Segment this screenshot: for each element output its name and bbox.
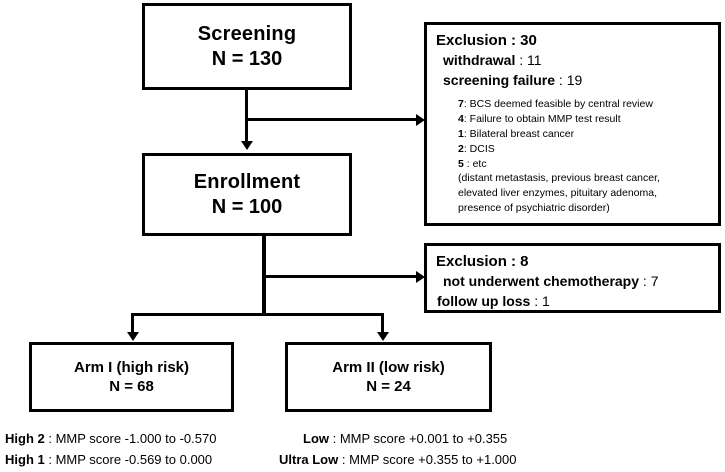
legend-low-text: : MMP score +0.001 to +0.355 — [329, 431, 508, 446]
detail-text: : Bilateral breast cancer — [463, 127, 575, 140]
legend-row: High 2 : MMP score -1.000 to -0.570 Low … — [0, 428, 725, 449]
detail-number: 5 — [458, 157, 464, 170]
detail-text: : DCIS — [463, 142, 495, 155]
exclusion2-reason: follow up loss : 1 — [436, 292, 718, 311]
exclusion1-reason-label: withdrawal — [443, 52, 516, 69]
legend-row: High 1 : MMP score -0.569 to 0.000 Ultra… — [0, 449, 725, 470]
exclusion2-reason-label: not underwent chemotherapy — [443, 273, 640, 290]
exclusion1-reason-count: 19 — [566, 71, 583, 88]
detail-text: : etc — [463, 157, 487, 170]
exclusion1-detail-item: 4: Failure to obtain MMP test result — [458, 112, 718, 127]
arm2-box: Arm II (low risk) N = 24 — [285, 342, 492, 412]
exclusion1-reason-label: screening failure — [443, 71, 556, 88]
screening-count: N = 130 — [211, 47, 283, 70]
enrollment-title: Enrollment — [193, 170, 301, 193]
exclusion1-detail-item: 2: DCIS — [458, 142, 718, 157]
mmp-score-legend: High 2 : MMP score -1.000 to -0.570 Low … — [0, 428, 725, 470]
screening-box: Screening N = 130 — [142, 3, 352, 90]
arrow-into-arm2 — [376, 332, 389, 341]
exclusion2-reason-sep: : — [530, 292, 543, 309]
exclusion2-reason-count: 1 — [542, 292, 550, 309]
exclusion1-reason: withdrawal : 11 — [436, 51, 718, 70]
enrollment-box: Enrollment N = 100 — [142, 153, 352, 236]
legend-low-label: Low — [303, 431, 329, 446]
legend-low: Low : MMP score +0.001 to +0.355 — [303, 428, 507, 449]
screening-title: Screening — [197, 22, 297, 45]
exclusion1-reason-sep: : — [515, 52, 528, 69]
detail-text: : Failure to obtain MMP test result — [463, 112, 621, 125]
arrow-into-arm1 — [126, 332, 139, 341]
connector-screening-down — [245, 90, 248, 143]
detail-text: : BCS deemed feasible by central review — [463, 97, 653, 110]
exclusion1-reason: screening failure : 19 — [436, 71, 718, 90]
exclusion1-reason-count: 11 — [527, 52, 542, 69]
exclusion2-reason-sep: : — [639, 273, 651, 290]
exclusion2-reason-label: follow up loss — [437, 292, 531, 309]
arrow-into-exclusion1 — [416, 113, 425, 126]
arm2-title: Arm II (low risk) — [332, 358, 445, 376]
legend-high2: High 2 : MMP score -1.000 to -0.570 — [5, 428, 216, 449]
detail-number: 1 — [458, 127, 464, 140]
legend-ultralow-label: Ultra Low — [279, 452, 339, 467]
exclusion1-detail-item: 7: BCS deemed feasible by central review — [458, 97, 718, 112]
arrow-into-enrollment — [240, 141, 253, 150]
exclusion1-box: Exclusion : 30 withdrawal : 11 screening… — [424, 22, 721, 226]
detail-number: 2 — [458, 142, 464, 155]
arm2-count: N = 24 — [366, 378, 411, 395]
connector-arm1-down — [131, 313, 134, 334]
exclusion1-heading: Exclusion : 30 — [436, 32, 537, 49]
legend-high1: High 1 : MMP score -0.569 to 0.000 — [5, 449, 212, 470]
exclusion2-heading: Exclusion : 8 — [436, 253, 529, 270]
exclusion1-parenthetical-line: (distant metastasis, previous breast can… — [458, 172, 660, 185]
exclusion1-reason-sep: : — [555, 71, 567, 88]
arrow-into-exclusion2 — [416, 270, 425, 283]
legend-high1-text: : MMP score -0.569 to 0.000 — [44, 452, 213, 467]
legend-high1-label: High 1 — [5, 452, 45, 467]
arm1-box: Arm I (high risk) N = 68 — [29, 342, 234, 412]
enrollment-count: N = 100 — [211, 195, 283, 218]
arm1-count: N = 68 — [109, 378, 154, 395]
legend-ultralow-text: : MMP score +0.355 to +1.000 — [338, 452, 517, 467]
arm1-title: Arm I (high risk) — [73, 358, 189, 376]
connector-arm-split — [131, 313, 384, 316]
connector-to-exclusion2 — [262, 275, 419, 278]
connector-to-exclusion1 — [245, 118, 419, 121]
exclusion1-detail-item: 1: Bilateral breast cancer — [458, 127, 718, 142]
connector-arm2-down — [381, 313, 384, 334]
exclusion2-reason: not underwent chemotherapy : 7 — [436, 272, 718, 291]
exclusion1-parenthetical-line: elevated liver enzymes, pituitary adenom… — [458, 187, 658, 200]
legend-high2-text: : MMP score -1.000 to -0.570 — [44, 431, 217, 446]
exclusion1-detail-item: 5 : etc — [458, 157, 718, 172]
detail-number: 7 — [458, 97, 464, 110]
exclusion2-reason-count: 7 — [650, 273, 659, 290]
detail-number: 4 — [458, 112, 464, 125]
exclusion1-detail-list: 7: BCS deemed feasible by central review… — [436, 97, 718, 216]
exclusion1-parenthetical-line: presence of psychiatric disorder) — [458, 202, 610, 215]
legend-ultralow: Ultra Low : MMP score +0.355 to +1.000 — [279, 449, 517, 470]
legend-high2-label: High 2 — [5, 431, 45, 446]
exclusion2-box: Exclusion : 8 not underwent chemotherapy… — [424, 243, 721, 313]
